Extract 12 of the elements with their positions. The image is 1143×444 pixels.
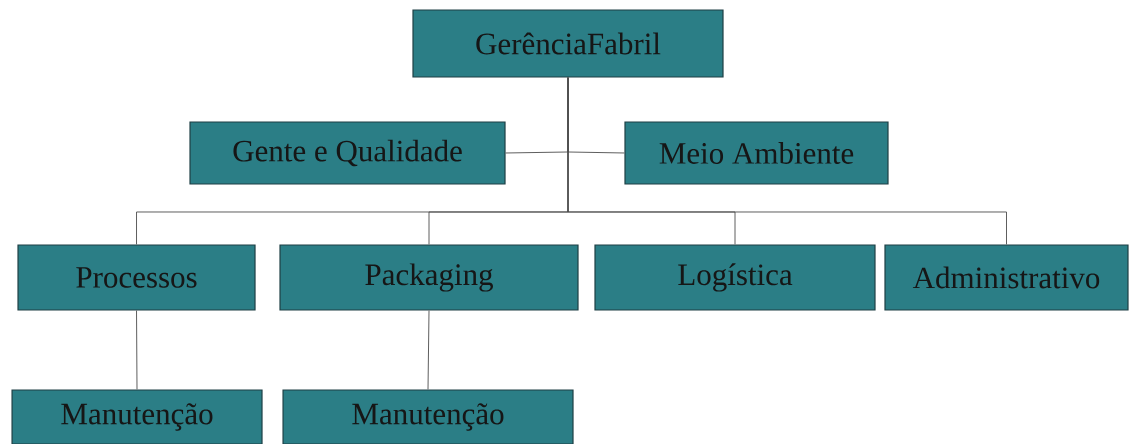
org-box: GerênciaFabril — [412, 9, 724, 78]
connector-line — [427, 310, 430, 390]
org-box: Processos — [17, 244, 256, 311]
org-box: Gente e Qualidade — [189, 121, 506, 185]
org-box: Logística — [594, 244, 876, 311]
org-box: Packaging — [279, 244, 579, 311]
connector-line — [136, 310, 138, 390]
org-box: Manutenção — [282, 389, 574, 444]
org-box: Administrativo — [884, 244, 1129, 311]
org-box: Meio Ambiente — [624, 121, 889, 185]
connector-line — [567, 77, 1007, 245]
org-box: Manutenção — [11, 389, 263, 444]
